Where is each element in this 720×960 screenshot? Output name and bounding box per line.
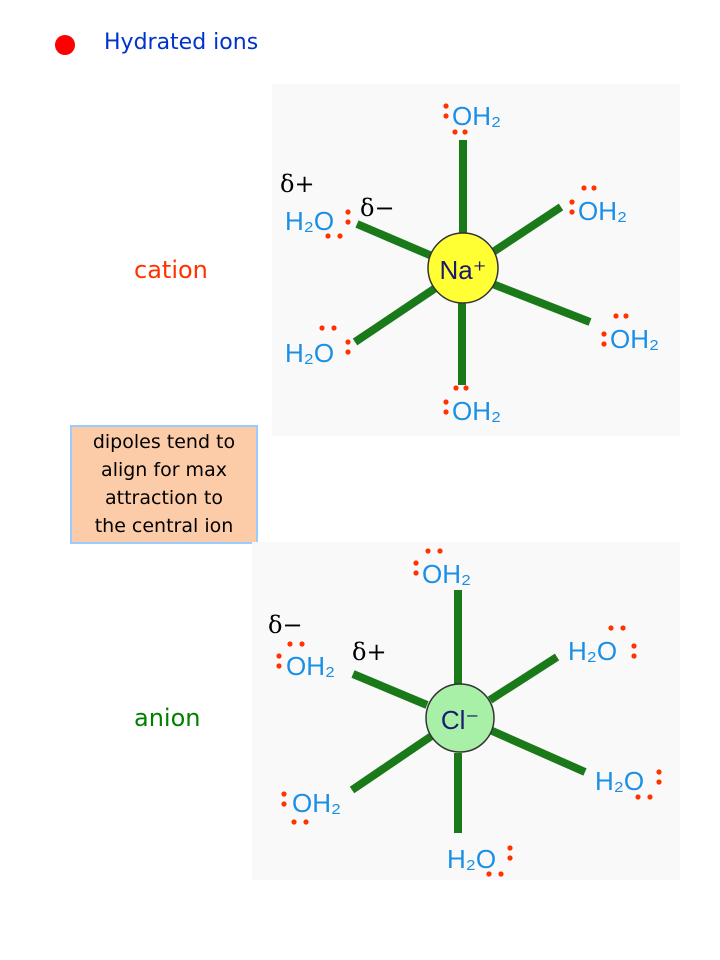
lone-pair-dot: [291, 819, 297, 825]
dipole-note: dipoles tend to align for max attraction…: [70, 425, 258, 544]
lone-pair-dot: [345, 209, 351, 215]
lone-pair-dot: [437, 548, 443, 554]
lone-pair-dot: [331, 325, 337, 331]
note-line: align for max: [101, 459, 227, 481]
partial-charge-inner: δ+: [352, 638, 387, 666]
lone-pair-dot: [507, 855, 513, 861]
lone-pair-dot: [507, 845, 513, 851]
bond: [349, 729, 439, 794]
note-line: attraction to: [105, 487, 223, 509]
water-molecule: OH₂: [286, 651, 335, 681]
lone-pair-dot: [647, 794, 653, 800]
lone-pair-dot: [452, 129, 458, 135]
bond: [488, 279, 592, 326]
cation-bonds: [352, 140, 592, 385]
lone-pair-dot: [299, 641, 305, 647]
bond: [355, 220, 434, 260]
lone-pair-dot: [325, 233, 331, 239]
lone-pair-dot: [443, 103, 449, 109]
water-molecule: OH₂: [452, 101, 501, 131]
bond: [351, 670, 429, 709]
lone-pair-dot: [608, 625, 614, 631]
lone-pair-dot: [591, 185, 597, 191]
lone-pair-dot: [635, 794, 641, 800]
water-molecule: OH₂: [422, 559, 471, 589]
lone-pair-dot: [345, 219, 351, 225]
water-molecule: OH₂: [578, 196, 627, 226]
lone-pair-dot: [443, 113, 449, 119]
bullet-icon: [55, 35, 75, 55]
lone-pair-dot: [287, 641, 293, 647]
lone-pair-dot: [581, 185, 587, 191]
lone-pair-dot: [413, 560, 419, 566]
anion-bonds: [349, 590, 587, 833]
lone-pair-dot: [413, 570, 419, 576]
lone-pair-dot: [569, 199, 575, 205]
lone-pair-dot: [453, 385, 459, 391]
lone-pair-dot: [623, 313, 629, 319]
lone-pair-dot: [569, 209, 575, 215]
lone-pair-dot: [656, 779, 662, 785]
lone-pair-dot: [463, 385, 469, 391]
lone-pair-dot: [620, 625, 626, 631]
lone-pair-dot: [319, 325, 325, 331]
lone-pair-dot: [337, 233, 343, 239]
water-molecule: H₂O: [595, 766, 644, 796]
slide-title: Hydrated ions: [104, 30, 259, 55]
lone-pair-dot: [345, 339, 351, 345]
bond: [487, 653, 560, 704]
water-molecule: H₂O: [447, 844, 496, 874]
lone-pair-dot: [486, 871, 492, 877]
lone-pair-dot: [276, 653, 282, 659]
lone-pair-dot: [443, 409, 449, 415]
lone-pair-dot: [281, 791, 287, 797]
water-molecule: H₂O: [285, 206, 334, 236]
lone-pair-dot: [345, 349, 351, 355]
lone-pair-dot: [462, 129, 468, 135]
partial-charge-outer: δ−: [268, 611, 303, 639]
water-molecule: OH₂: [292, 788, 341, 818]
partial-charge-outer: δ+: [280, 170, 315, 198]
sodium-ion: [427, 232, 499, 304]
lone-pair-dot: [656, 769, 662, 775]
lone-pair-dot: [631, 653, 637, 659]
bond: [487, 203, 564, 258]
lone-pair-dot: [281, 801, 287, 807]
lone-pair-dot: [601, 331, 607, 337]
lone-pair-dot: [425, 548, 431, 554]
note-line: dipoles tend to: [92, 431, 236, 453]
cation-label: cation: [134, 256, 208, 284]
note-line: the central ion: [94, 515, 234, 537]
water-molecule: OH₂: [610, 324, 659, 354]
lone-pair-dot: [443, 399, 449, 405]
anion-label: anion: [134, 704, 201, 732]
lone-pair-dot: [276, 663, 282, 669]
lone-pair-dot: [303, 819, 309, 825]
water-molecule: OH₂: [452, 396, 501, 426]
lone-pair-dot: [613, 313, 619, 319]
partial-charge-inner: δ−: [360, 194, 395, 222]
bond: [352, 281, 443, 346]
lone-pair-dots: [276, 103, 662, 877]
water-molecule: H₂O: [285, 338, 334, 368]
bond: [488, 726, 587, 776]
lone-pair-dot: [498, 871, 504, 877]
lone-pair-dot: [631, 643, 637, 649]
lone-pair-dot: [601, 341, 607, 347]
chloride-ion: [425, 683, 495, 753]
water-molecule: H₂O: [568, 636, 617, 666]
anion-symbol: Cl⁻: [441, 705, 479, 735]
cation-symbol: Na⁺: [440, 255, 487, 285]
